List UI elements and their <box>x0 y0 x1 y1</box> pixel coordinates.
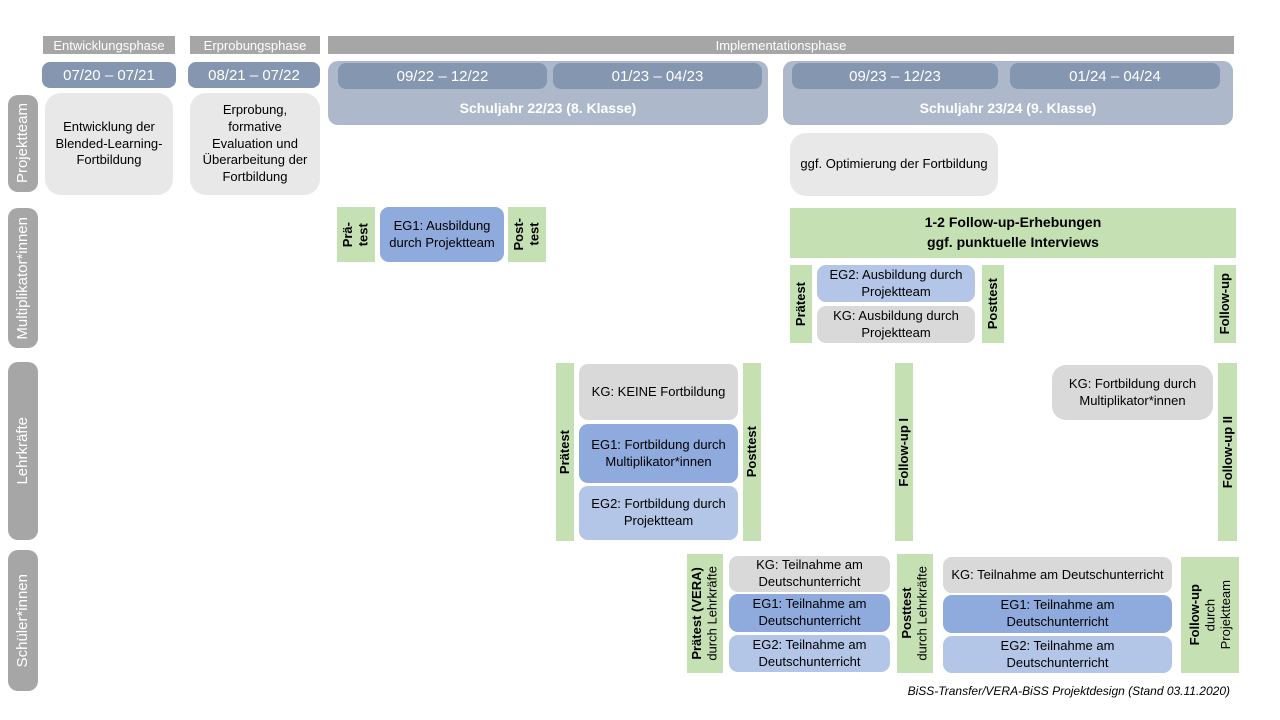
row-label-text: Multiplikator*innen <box>14 216 31 340</box>
box-eg1-teilnahme-1: EG1: Teilnahme am Deutschunterricht <box>729 594 890 632</box>
followup2-bar-lehrkraefte: Follow-up II <box>1218 363 1237 541</box>
pretest-label: Prätest <box>557 429 573 475</box>
pretest-vera-bar-schueler: Prätest (VERA) durch Lehrkräfte <box>687 554 723 673</box>
date-bar-0124-0424: 01/24 – 04/24 <box>1010 63 1220 89</box>
row-label-projektteam: Projektteam <box>8 95 38 192</box>
pretest2-bar-multiplikatoren: Prätest <box>790 265 812 343</box>
box-eg2-teilnahme-2: EG2: Teilnahme am Deutschunterricht <box>943 636 1172 673</box>
followup-label: Follow-up II <box>1219 415 1235 489</box>
row-label-text: Projektteam <box>14 103 31 184</box>
row-label-text: Lehrkräfte <box>14 417 31 485</box>
followup-label: Follow-up <box>1217 273 1233 335</box>
posttest-sublabel: durch Lehrkräfte <box>915 566 930 661</box>
pretest-line: Prä- <box>340 221 356 248</box>
posttest-label: Posttest <box>985 278 1001 330</box>
pretest-label: Prätest <box>793 281 809 327</box>
box-eg1-ausbildung-projektteam: EG1: Ausbildung durch Projektteam <box>380 207 504 262</box>
posttest-bar-lehrkraefte: Posttest <box>743 363 761 541</box>
followup-bar-multiplikatoren: Follow-up <box>1214 265 1236 343</box>
followup1-bar-lehrkraefte: Follow-up I <box>895 363 913 541</box>
followup-box-line: 1-2 Follow-up-Erhebungen <box>924 214 1102 231</box>
school-year-label: Schuljahr 23/24 (9. Klasse) <box>919 100 1097 116</box>
box-kg-ausbildung-projektteam: KG: Ausbildung durch Projektteam <box>817 306 975 343</box>
pretest-vera-sublabel: durch Lehrkräfte <box>705 566 720 661</box>
date-bar-0123-0423: 01/23 – 04/23 <box>553 63 762 89</box>
box-kg-teilnahme-1: KG: Teilnahme am Deutschunterricht <box>729 556 890 592</box>
phase-bar-implementationsphase: Implementationsphase <box>328 36 1234 54</box>
date-bar-0720-0721: 07/20 – 07/21 <box>42 62 176 88</box>
posttest-line: Post- <box>511 218 527 251</box>
phase-bar-erprobungsphase: Erprobungsphase <box>190 36 320 54</box>
posttest-bar-multiplikatoren: Post- test <box>508 207 546 262</box>
posttest-bar-schueler: Posttest durch Lehrkräfte <box>897 554 933 673</box>
box-erprobung-evaluation: Erprobung, formative Evaluation und Über… <box>190 93 320 195</box>
box-eg2-teilnahme-1: EG2: Teilnahme am Deutschunterricht <box>729 635 890 672</box>
followup-sublabel: durch <box>1202 598 1218 632</box>
pretest-bar-lehrkraefte: Prätest <box>556 363 574 541</box>
date-bar-0923-1223: 09/23 – 12/23 <box>792 63 998 89</box>
row-label-schuelerinnen: Schüler*innen <box>8 550 38 691</box>
box-optimierung-fortbildung: ggf. Optimierung der Fortbildung <box>790 133 998 196</box>
box-kg-keine-fortbildung: KG: KEINE Fortbildung <box>579 364 738 420</box>
posttest-line: test <box>527 222 542 247</box>
posttest-label: Posttest <box>899 587 915 640</box>
box-eg2-ausbildung-projektteam: EG2: Ausbildung durch Projektteam <box>817 265 975 302</box>
row-label-multiplikatorinnen: Multiplikator*innen <box>8 208 38 348</box>
pretest-vera-label: Prätest (VERA) <box>689 567 705 660</box>
pretest-line: test <box>356 222 371 247</box>
row-label-lehrkraefte: Lehrkräfte <box>8 362 38 540</box>
box-kg-teilnahme-2: KG: Teilnahme am Deutschunterricht <box>943 557 1172 593</box>
row-label-text: Schüler*innen <box>14 573 31 668</box>
footnote: BiSS-Transfer/VERA-BiSS Projektdesign (S… <box>907 684 1230 698</box>
followup-label: Follow-up I <box>896 417 912 487</box>
date-bar-0821-0722: 08/21 – 07/22 <box>188 62 320 88</box>
followup-erhebungen-box: 1-2 Follow-up-Erhebungen ggf. punktuelle… <box>790 208 1236 258</box>
followup-label: Follow-up <box>1186 584 1202 646</box>
school-year-label: Schuljahr 22/23 (8. Klasse) <box>459 100 637 116</box>
posttest2-bar-multiplikatoren: Posttest <box>982 265 1004 343</box>
box-eg1-teilnahme-2: EG1: Teilnahme am Deutschunterricht <box>943 595 1172 633</box>
phase-bar-entwicklungsphase: Entwicklungsphase <box>43 36 175 54</box>
box-entwicklung-fortbildung: Entwicklung der Blended-Learning-Fortbil… <box>45 93 173 195</box>
box-eg2-fortbildung-projektteam: EG2: Fortbildung durch Projektteam <box>579 486 738 540</box>
followup-box-line: ggf. punktuelle Interviews <box>927 234 1099 250</box>
posttest-label: Posttest <box>744 426 760 478</box>
pretest-bar-multiplikatoren: Prä- test <box>337 207 375 262</box>
followup-bar-schueler: Follow-up durch Projektteam <box>1181 557 1239 673</box>
date-bar-0922-1222: 09/22 – 12/22 <box>338 63 547 89</box>
box-kg-fortbildung-multiplikatoren: KG: Fortbildung durch Multiplikator*inne… <box>1052 365 1213 420</box>
followup-sublabel: Projektteam <box>1217 580 1233 650</box>
box-eg1-fortbildung-multiplikatoren: EG1: Fortbildung durch Multiplikator*inn… <box>579 424 738 483</box>
